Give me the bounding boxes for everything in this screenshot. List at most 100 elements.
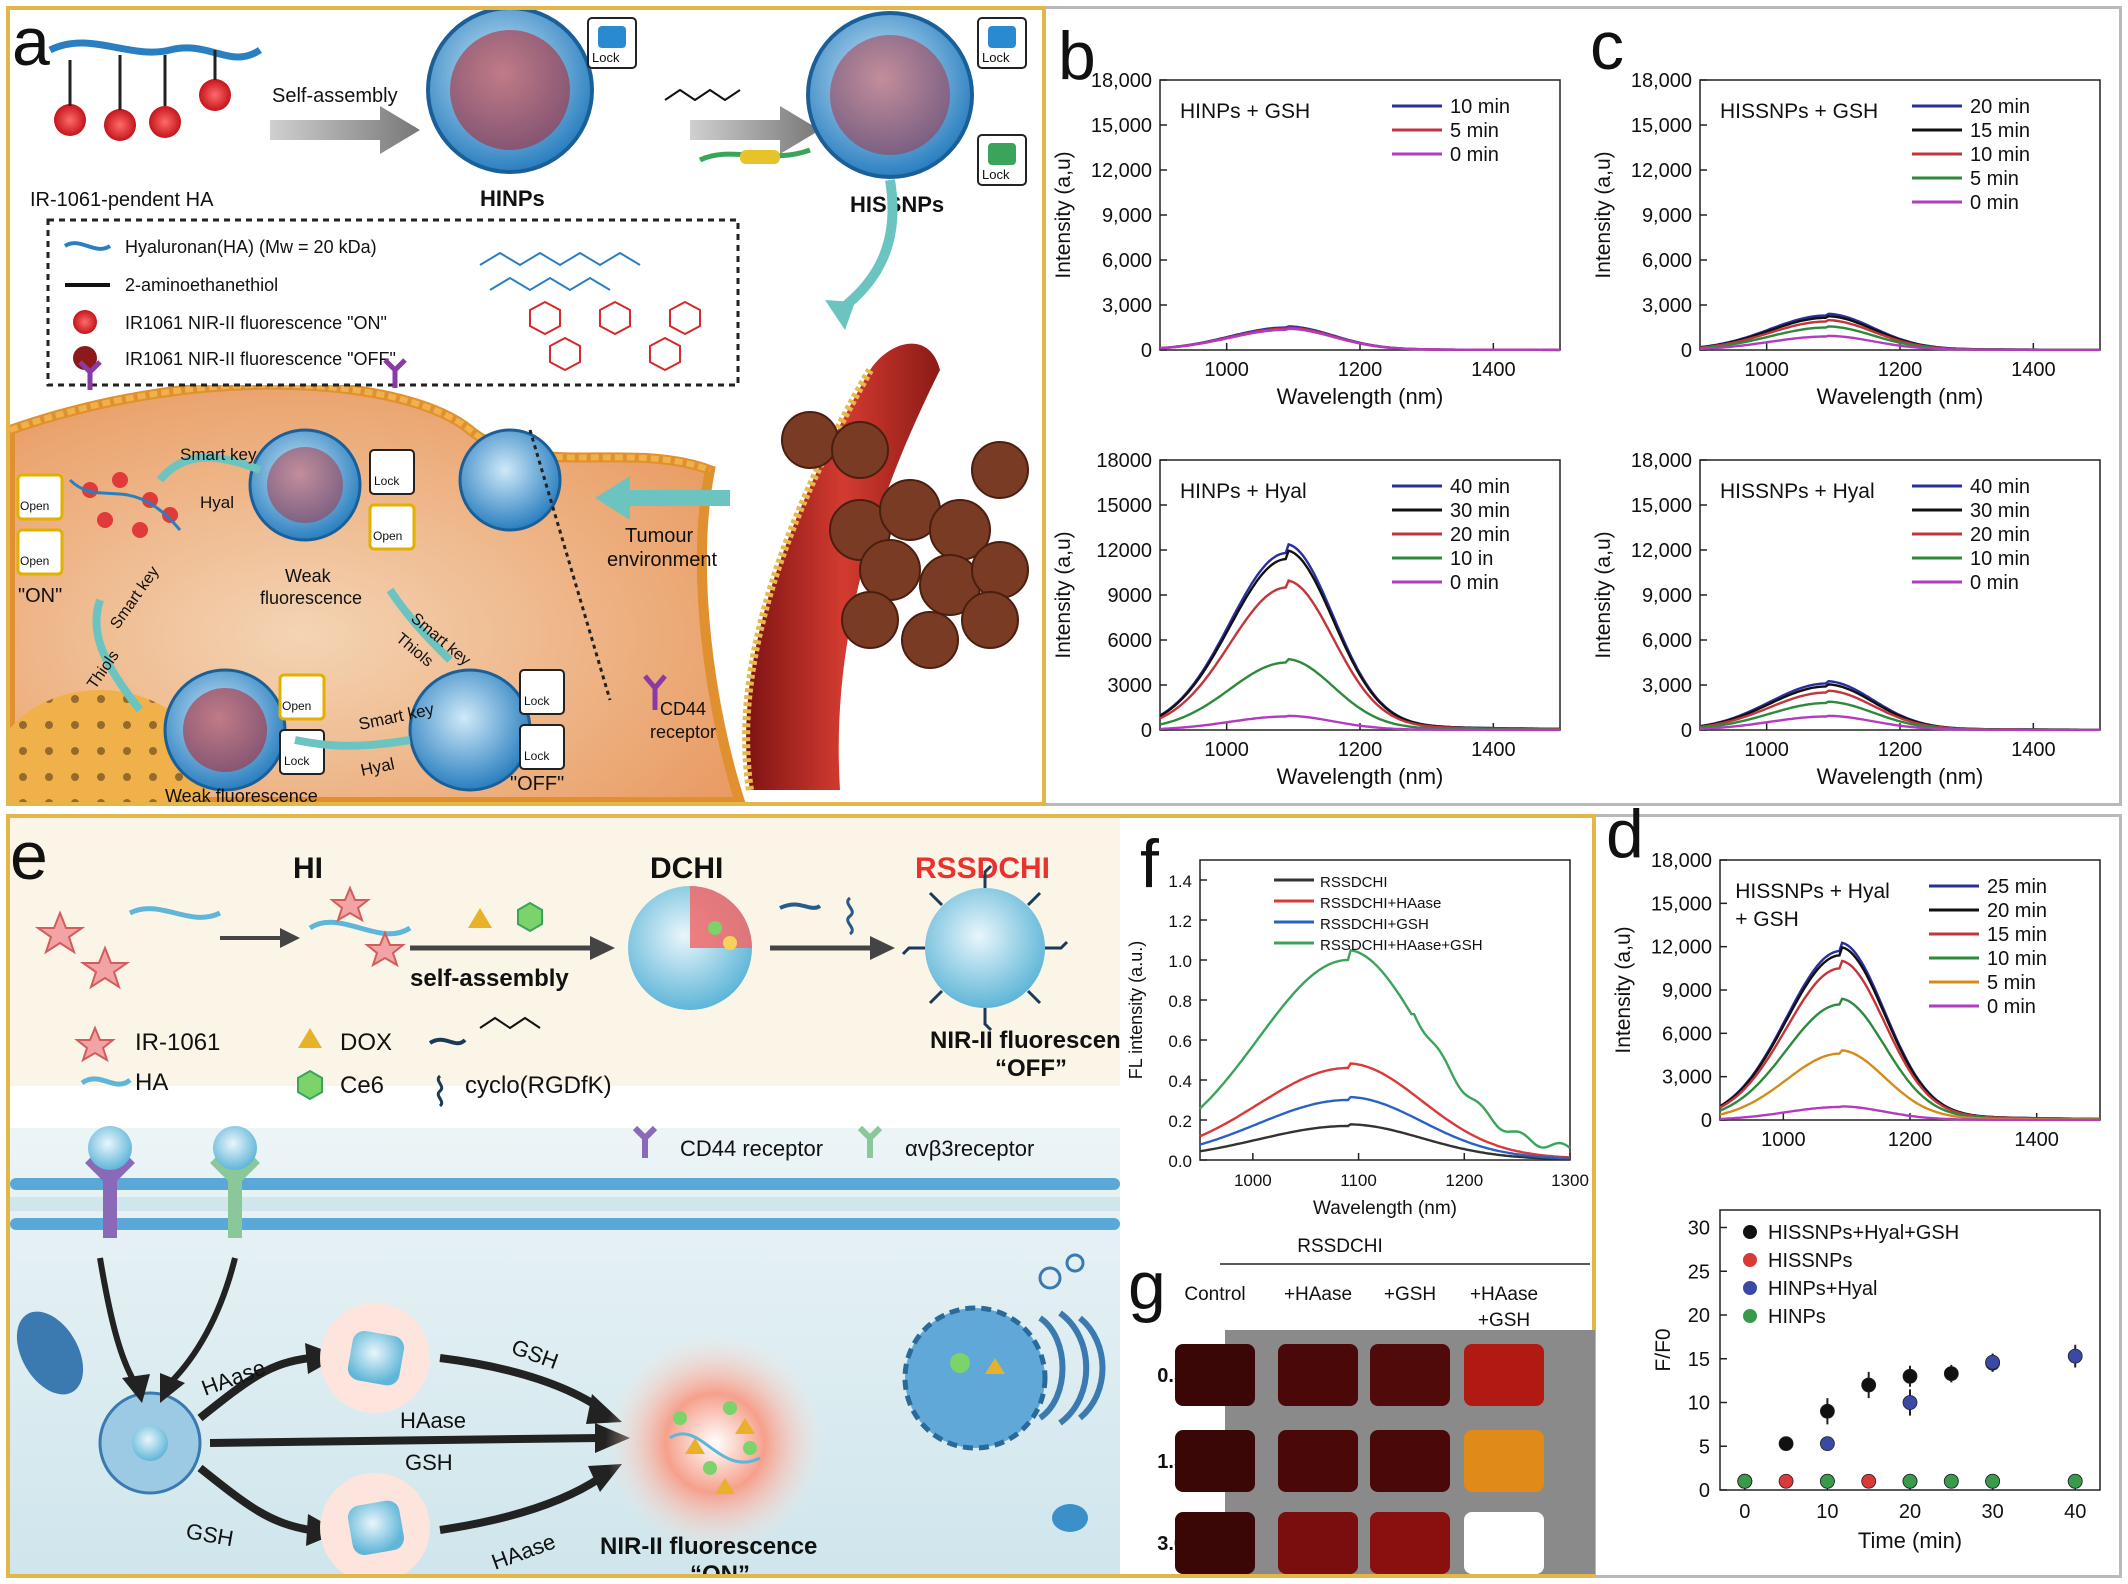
y-tick-label: 3,000 bbox=[1642, 295, 1692, 317]
fluorescence-well bbox=[1278, 1512, 1358, 1574]
panel-label-c: c bbox=[1590, 8, 1624, 84]
x-tick-label: 1400 bbox=[2011, 739, 2055, 761]
svg-text:HAase: HAase bbox=[400, 1408, 466, 1433]
y-tick-label: 3,000 bbox=[1642, 675, 1692, 697]
legend-label: 15 min bbox=[1970, 120, 2030, 142]
y-axis-label: F/F0 bbox=[1652, 1328, 1675, 1371]
chart-title: + GSH bbox=[1735, 908, 1799, 931]
y-tick-label: 18,000 bbox=[1631, 70, 1692, 92]
svg-text:Lock: Lock bbox=[982, 50, 1010, 65]
y-tick-label: 9,000 bbox=[1102, 205, 1152, 227]
y-tick-label: 25 bbox=[1688, 1261, 1710, 1283]
fluorescence-well bbox=[1464, 1430, 1544, 1492]
data-point bbox=[1737, 1473, 1753, 1489]
y-tick-label: 9,000 bbox=[1662, 980, 1712, 1002]
panel-label-f: f bbox=[1140, 826, 1159, 902]
y-tick-label: 0.2 bbox=[1168, 1112, 1192, 1131]
svg-text:DCHI: DCHI bbox=[650, 852, 723, 885]
y-tick-label: 9000 bbox=[1108, 585, 1153, 607]
svg-text:Tumour: Tumour bbox=[625, 525, 694, 547]
legend-label: RSSDCHI bbox=[1320, 874, 1388, 891]
svg-text:“OFF”: “OFF” bbox=[995, 1055, 1067, 1082]
x-tick-label: 1400 bbox=[1471, 359, 1516, 381]
y-axis-label: Intensity (a,u) bbox=[1592, 151, 1615, 278]
panel-bc-frame bbox=[1046, 6, 2122, 806]
y-tick-label: 6,000 bbox=[1642, 250, 1692, 272]
legend-marker bbox=[1743, 1309, 1757, 1323]
panel-a-schematic: IR-1061-pendent HA Self-assembly HINPs L… bbox=[10, 10, 1029, 802]
svg-text:fluorescence: fluorescence bbox=[260, 588, 362, 608]
y-tick-label: 12,000 bbox=[1651, 937, 1712, 959]
x-tick-label: 1200 bbox=[1445, 1171, 1483, 1190]
panel-e-schematic: HI DCHI RSSDCHI self-assembly NIR-II flu… bbox=[10, 818, 1120, 1574]
panel-d-frame bbox=[1596, 814, 2122, 1578]
data-point bbox=[1861, 1377, 1877, 1393]
panel-a-frame bbox=[6, 6, 1046, 806]
svg-text:Lock: Lock bbox=[524, 694, 550, 708]
svg-text:IR-1061: IR-1061 bbox=[135, 1029, 220, 1056]
y-tick-label: 15,000 bbox=[1651, 893, 1712, 915]
x-tick-label: 1100 bbox=[1340, 1171, 1377, 1190]
x-tick-label: 1200 bbox=[1888, 1129, 1933, 1151]
x-axis-label: Wavelength (nm) bbox=[1277, 764, 1444, 789]
fluorescence-well bbox=[1464, 1344, 1544, 1406]
y-tick-label: 0.0 bbox=[1168, 1152, 1192, 1171]
y-axis-label: Intensity (a,u) bbox=[1052, 531, 1075, 658]
x-axis-label: Wavelength (nm) bbox=[1817, 384, 1984, 409]
legend-label: HISSNPs bbox=[1768, 1250, 1852, 1272]
y-tick-label: 6,000 bbox=[1662, 1023, 1712, 1045]
data-point bbox=[1778, 1473, 1794, 1489]
fluorescence-well bbox=[1175, 1344, 1255, 1406]
x-tick-label: 1300 bbox=[1551, 1171, 1589, 1190]
chart-title: HISSNPs + Hyal bbox=[1720, 480, 1875, 503]
series-line bbox=[1199, 1062, 1571, 1159]
series-line bbox=[1719, 1105, 2100, 1122]
legend-label: 5 min bbox=[1450, 120, 1499, 142]
y-tick-label: 1.4 bbox=[1168, 872, 1192, 891]
y-tick-label: 12000 bbox=[1096, 540, 1152, 562]
y-tick-label: 15,000 bbox=[1091, 115, 1152, 137]
column-label: +GSH bbox=[1478, 1310, 1530, 1331]
svg-text:IR1061 NIR-II fluorescence ": IR1061 NIR-II fluorescence "ON" bbox=[125, 313, 387, 333]
svg-text:Weak: Weak bbox=[285, 566, 332, 586]
chart-title: HINPs + GSH bbox=[1180, 100, 1310, 123]
data-point bbox=[1819, 1473, 1835, 1489]
series-line bbox=[1159, 542, 1561, 731]
data-point bbox=[1819, 1436, 1835, 1452]
legend-marker bbox=[1743, 1225, 1757, 1239]
y-tick-label: 1.2 bbox=[1168, 912, 1192, 931]
svg-text:Lock: Lock bbox=[524, 749, 550, 763]
series-line bbox=[1699, 714, 2100, 732]
x-tick-label: 1200 bbox=[1878, 359, 1923, 381]
legend-label: RSSDCHI+GSH bbox=[1320, 916, 1429, 933]
y-tick-label: 15,000 bbox=[1631, 495, 1692, 517]
plot-frame bbox=[1199, 859, 1571, 1161]
svg-text:environment: environment bbox=[607, 549, 718, 571]
y-tick-label: 12,000 bbox=[1091, 160, 1152, 182]
legend-marker bbox=[1743, 1281, 1757, 1295]
y-tick-label: 3,000 bbox=[1102, 295, 1152, 317]
data-point bbox=[1902, 1473, 1918, 1489]
y-tick-label: 0.4 bbox=[1168, 1072, 1192, 1091]
legend-label: 10 min bbox=[1970, 144, 2030, 166]
data-point bbox=[1943, 1473, 1959, 1489]
y-tick-label: 0 bbox=[1681, 720, 1692, 742]
x-tick-label: 1000 bbox=[1761, 1129, 1806, 1151]
y-tick-label: 18,000 bbox=[1631, 450, 1692, 472]
series-line bbox=[1719, 997, 2101, 1121]
svg-text:Self-assembly: Self-assembly bbox=[272, 85, 398, 107]
x-tick-label: 10 bbox=[1816, 1501, 1838, 1523]
svg-text:Ce6: Ce6 bbox=[340, 1072, 384, 1099]
x-tick-label: 1200 bbox=[1338, 359, 1383, 381]
legend-label: RSSDCHI+HAase+GSH bbox=[1320, 937, 1483, 954]
y-tick-label: 0 bbox=[1701, 1110, 1712, 1132]
column-label: +HAase bbox=[1470, 1284, 1538, 1305]
data-point bbox=[2067, 1348, 2083, 1364]
legend-label: HINPs+Hyal bbox=[1768, 1278, 1877, 1300]
svg-text:"OFF": "OFF" bbox=[510, 773, 564, 795]
svg-text:RSSDCHI: RSSDCHI bbox=[915, 852, 1050, 885]
